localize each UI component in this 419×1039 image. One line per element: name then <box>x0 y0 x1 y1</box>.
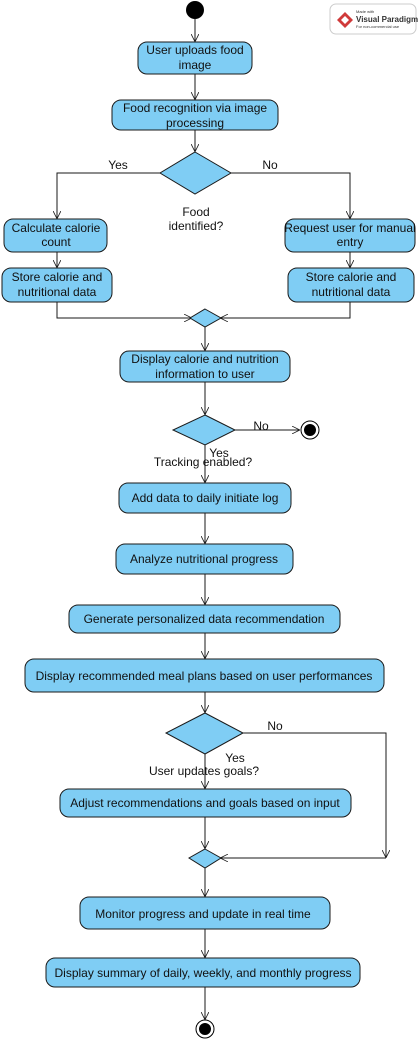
watermark-brand: Visual Paradigm <box>356 15 418 24</box>
action-label-line2: count <box>41 235 71 249</box>
action-label: Generate personalized data recommendatio… <box>84 612 325 626</box>
visual-paradigm-watermark: Made with Visual Paradigm For non-commer… <box>329 3 418 35</box>
action-display-summary: Display summary of daily, weekly, and mo… <box>45 957 361 988</box>
action-label-line1: Calculate calorie <box>12 221 101 235</box>
action-label-line1: User uploads food <box>146 43 243 57</box>
guard-no-tracking: No <box>253 419 269 433</box>
action-label-line1: Request user for manual <box>284 221 415 235</box>
watermark-line1: Made with <box>356 9 374 14</box>
action-request-manual-entry: Request user for manual entry <box>284 218 416 253</box>
merge-node-1 <box>189 308 223 328</box>
action-label-line2: information to user <box>155 367 254 381</box>
decision-tracking-enabled: Tracking enabled? <box>154 414 253 469</box>
guard-yes-tracking: Yes <box>209 446 229 460</box>
action-label-line1: Display calorie and nutrition <box>131 352 278 366</box>
visual-paradigm-logo-icon <box>337 12 353 28</box>
decision-user-updates-goals: User updates goals? <box>149 712 259 778</box>
guard-no-food: No <box>262 158 278 172</box>
action-store-calorie-left: Store calorie and nutritional data <box>1 267 113 303</box>
final-node <box>195 1019 215 1039</box>
action-label-line2: nutritional data <box>18 285 97 299</box>
action-user-uploads-food-image: User uploads food image <box>137 41 253 75</box>
action-display-meal-plans: Display recommended meal plans based on … <box>24 658 385 693</box>
action-label: Analyze nutritional progress <box>130 552 278 566</box>
final-node-tracking <box>300 420 320 440</box>
decision-label-line1: Food <box>182 205 209 219</box>
guard-no-goals: No <box>267 719 283 733</box>
action-add-daily-log: Add data to daily initiate log <box>118 482 292 514</box>
action-generate-recommendation: Generate personalized data recommendatio… <box>68 604 341 634</box>
decision-food-identified: Food identified? <box>159 151 232 233</box>
action-analyze-progress: Analyze nutritional progress <box>115 543 294 575</box>
decision-label: Tracking enabled? <box>154 455 253 469</box>
decision-label-line2: identified? <box>169 219 224 233</box>
action-calculate-calorie-count: Calculate calorie count <box>3 218 108 253</box>
action-adjust-recommendations: Adjust recommendations and goals based o… <box>59 788 352 818</box>
action-monitor-progress: Monitor progress and update in real time <box>79 896 331 930</box>
merge-node-2 <box>188 848 222 869</box>
guard-yes-goals: Yes <box>225 751 245 765</box>
action-label-line1: Store calorie and <box>12 270 103 284</box>
guard-yes-food: Yes <box>108 158 128 172</box>
action-label: Display recommended meal plans based on … <box>36 669 373 683</box>
watermark-line3: For non-commercial use <box>356 24 400 29</box>
action-label: Adjust recommendations and goals based o… <box>70 796 340 810</box>
action-label-line2: entry <box>337 235 364 249</box>
action-label-line1: Food recognition via image <box>123 101 267 115</box>
action-food-recognition: Food recognition via image processing <box>111 99 279 131</box>
action-store-calorie-right: Store calorie and nutritional data <box>287 267 415 303</box>
action-label: Display summary of daily, weekly, and mo… <box>55 966 352 980</box>
action-label-line2: processing <box>166 116 224 130</box>
decision-label: User updates goals? <box>149 764 259 778</box>
action-label-line1: Store calorie and <box>306 270 397 284</box>
action-label-line2: nutritional data <box>312 285 391 299</box>
initial-node <box>186 1 204 19</box>
action-label: Add data to daily initiate log <box>132 491 279 505</box>
action-label: Monitor progress and update in real time <box>95 907 311 921</box>
action-label-line2: image <box>179 58 212 72</box>
action-display-calorie-info: Display calorie and nutrition informatio… <box>119 350 291 383</box>
edges <box>57 19 386 1019</box>
